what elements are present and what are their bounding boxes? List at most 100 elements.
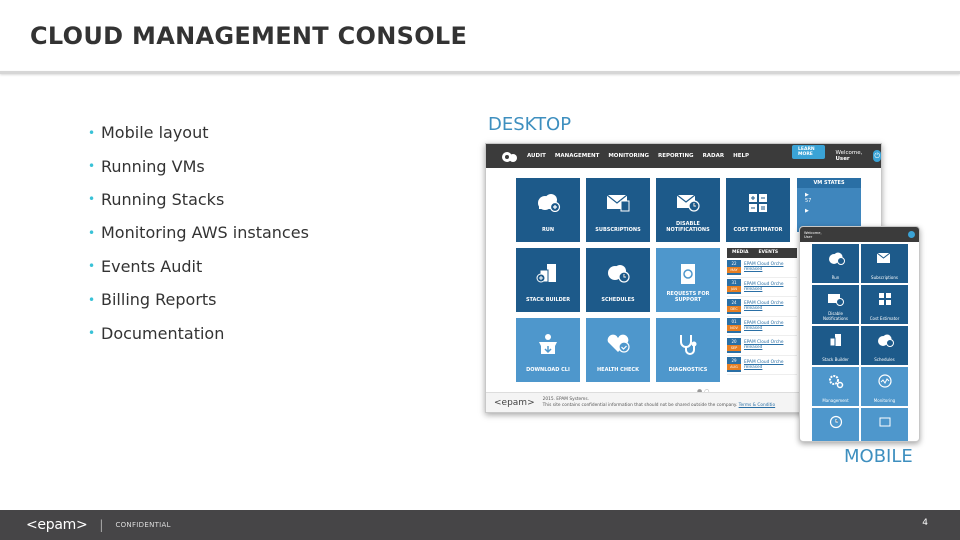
event-day: 24 bbox=[731, 299, 737, 305]
terms-link[interactable]: Terms & Conditio bbox=[738, 402, 776, 408]
bullet-icon: • bbox=[88, 159, 96, 174]
power-icon[interactable]: ⏻ bbox=[873, 150, 881, 162]
tile-download-cli[interactable]: DOWNLOAD CLI bbox=[516, 318, 580, 382]
list-item-text: Running Stacks bbox=[101, 189, 225, 209]
nav-monitoring[interactable]: MONITORING bbox=[608, 153, 649, 159]
mobile-tile-stack-builder[interactable]: Stack Builder bbox=[812, 326, 859, 365]
tile-diagnostics[interactable]: DIAGNOSTICS bbox=[656, 318, 720, 382]
bullet-icon: • bbox=[88, 292, 96, 307]
mobile-tile-disable-notifications[interactable]: Disable Notifications bbox=[812, 285, 859, 324]
buildings-icon bbox=[828, 332, 844, 351]
learn-more-button[interactable]: LEARN MORE bbox=[792, 145, 826, 159]
mobile-tile-monitoring[interactable]: Monitoring bbox=[861, 367, 908, 406]
tile-run[interactable]: RUN bbox=[516, 178, 580, 242]
tab-events[interactable]: EVENTS bbox=[758, 250, 779, 255]
nav-help[interactable]: HELP bbox=[733, 153, 750, 159]
nav-radar[interactable]: RADAR bbox=[702, 153, 725, 159]
list-item: •Running Stacks bbox=[88, 183, 309, 216]
nav-reporting[interactable]: REPORTING bbox=[657, 153, 694, 159]
event-month: JAN bbox=[727, 286, 741, 293]
mobile-label: MOBILE bbox=[844, 446, 913, 467]
power-icon[interactable] bbox=[908, 231, 915, 238]
event-sub: released bbox=[744, 345, 763, 351]
play-icon: ▶ bbox=[805, 208, 809, 214]
tile-schedules[interactable]: SCHEDULES bbox=[586, 248, 650, 312]
tile-subscriptions[interactable]: SUBSCRIPTIONS bbox=[586, 178, 650, 242]
mobile-tile-run[interactable]: Run bbox=[812, 244, 859, 283]
list-item-text: Billing Reports bbox=[101, 290, 217, 310]
tile-label: RUN bbox=[541, 227, 555, 233]
welcome-text: Welcome, User bbox=[835, 150, 863, 162]
mobile-tile-management[interactable]: Management bbox=[812, 367, 859, 406]
pager-dots[interactable]: ● ○ bbox=[697, 388, 709, 395]
support-doc-icon bbox=[678, 262, 698, 290]
buildings-icon bbox=[535, 262, 561, 288]
event-day: 22 bbox=[731, 260, 737, 266]
title-divider bbox=[0, 71, 960, 74]
event-sub: released bbox=[744, 364, 763, 370]
event-sub: released bbox=[744, 325, 763, 331]
envelope-icon bbox=[876, 250, 894, 269]
list-item: •Events Audit bbox=[88, 250, 309, 283]
slide-title: CLOUD MANAGEMENT CONSOLE bbox=[30, 22, 468, 50]
feature-list: •Mobile layout •Running VMs •Running Sta… bbox=[88, 116, 309, 350]
desktop-nav-bar: AUDIT MANAGEMENT MONITORING REPORTING RA… bbox=[486, 144, 881, 168]
event-month: DEC bbox=[727, 305, 741, 312]
mobile-welcome-line1: Welcome, bbox=[804, 230, 822, 235]
play-icon: ▶ bbox=[805, 192, 809, 198]
tab-media[interactable]: MEDIA bbox=[732, 250, 749, 255]
tile-cost-estimator[interactable]: COST ESTIMATOR bbox=[726, 178, 790, 242]
list-item-text: Mobile layout bbox=[101, 123, 209, 143]
tile-requests-for-support[interactable]: REQUESTS FOR SUPPORT bbox=[656, 248, 720, 312]
footer-separator: | bbox=[99, 518, 104, 532]
chart-icon bbox=[878, 414, 892, 433]
welcome-prefix: Welcome, bbox=[835, 150, 863, 156]
tile-stack-builder[interactable]: STACK BUILDER bbox=[516, 248, 580, 312]
bullet-icon: • bbox=[88, 326, 96, 341]
mobile-tile-reports[interactable] bbox=[861, 408, 908, 441]
mobile-screenshot: Welcome,User Run Subscriptions Disable N… bbox=[799, 226, 920, 442]
list-item-text: Documentation bbox=[101, 323, 225, 343]
tile-disable-notifications[interactable]: DISABLE NOTIFICATIONS bbox=[656, 178, 720, 242]
cloud-clock-icon bbox=[876, 332, 894, 351]
footer-line1: 2015. EPAM Systems. bbox=[542, 396, 589, 402]
tile-label: REQUESTS FOR SUPPORT bbox=[666, 291, 710, 303]
tile-label: SUBSCRIPTIONS bbox=[595, 227, 641, 233]
calculator-icon bbox=[878, 291, 892, 310]
list-item: •Monitoring AWS instances bbox=[88, 216, 309, 249]
mobile-tile-clock[interactable] bbox=[812, 408, 859, 441]
bullet-icon: • bbox=[88, 125, 96, 140]
tile-label: Subscriptions bbox=[871, 275, 898, 280]
tile-health-check[interactable]: HEALTH CHECK bbox=[586, 318, 650, 382]
mobile-tile-schedules[interactable]: Schedules bbox=[861, 326, 908, 365]
mobile-tile-subscriptions[interactable]: Subscriptions bbox=[861, 244, 908, 283]
mobile-top-bar: Welcome,User bbox=[800, 227, 919, 242]
list-item: • Billing Reports bbox=[88, 283, 309, 316]
vm-running-count: ▶57 bbox=[797, 192, 861, 204]
cloud-logo-icon[interactable] bbox=[500, 150, 517, 163]
confidential-label: CONFIDENTIAL bbox=[115, 521, 171, 529]
event-day: 31 bbox=[731, 280, 737, 286]
vm-states-panel[interactable]: VM STATES ▶57 ▶ bbox=[797, 178, 861, 232]
epam-logo: <epam> bbox=[494, 397, 535, 408]
nav-audit[interactable]: AUDIT bbox=[526, 153, 546, 159]
mobile-tile-cost-estimator[interactable]: Cost Estimator bbox=[861, 285, 908, 324]
event-day: 29 bbox=[731, 358, 737, 364]
mobile-welcome: Welcome,User bbox=[804, 231, 908, 239]
nav-management[interactable]: MANAGEMENT bbox=[554, 153, 600, 159]
